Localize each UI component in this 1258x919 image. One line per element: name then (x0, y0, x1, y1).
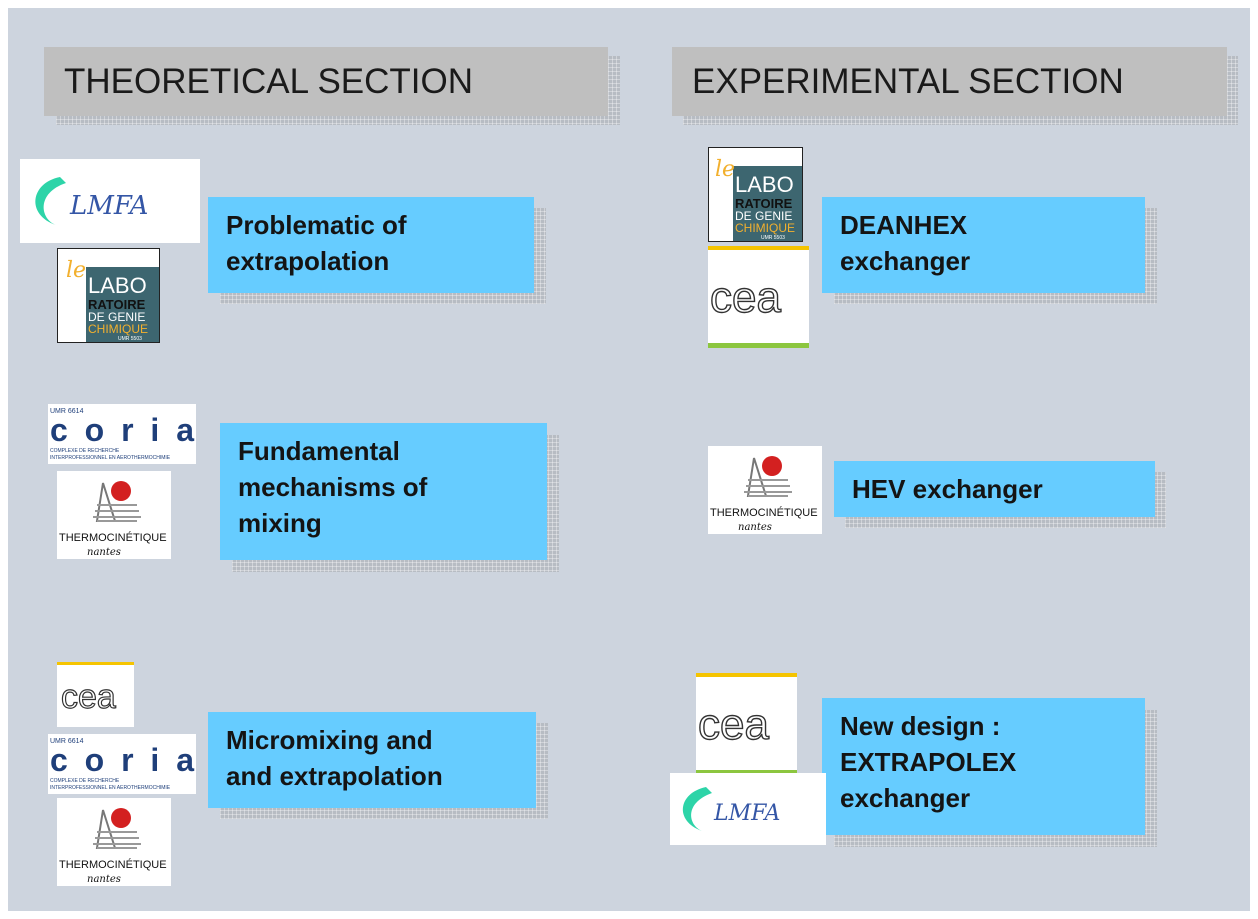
topic-line: EXTRAPOLEX (840, 747, 1017, 777)
cea-logo: cea (696, 673, 797, 775)
labo-genie-chimique-logo: le LABO RATOIRE DE GENIE CHIMIQUE UMR 55… (708, 147, 803, 242)
svg-text:UMR 5503: UMR 5503 (761, 235, 785, 241)
svg-text:coria: coria (50, 742, 194, 778)
svg-text:coria: coria (50, 412, 194, 448)
labo-genie-chimique-logo: le LABO RATOIRE DE GENIE CHIMIQUE UMR 55… (57, 248, 160, 343)
svg-text:nantes: nantes (738, 522, 772, 533)
svg-text:INTERPROFESSIONNEL EN AEROTHER: INTERPROFESSIONNEL EN AEROTHERMOCHIMIE (50, 785, 171, 791)
svg-text:CHIMIQUE: CHIMIQUE (735, 221, 795, 235)
svg-text:INTERPROFESSIONNEL EN AEROTHER: INTERPROFESSIONNEL EN AEROTHERMOCHIMIE (50, 455, 171, 461)
thermocinetique-logo: THERMOCINÉTIQUE nantes (57, 471, 171, 559)
coria-logo: UMR 6614 coria COMPLEXE DE RECHERCHE INT… (48, 404, 196, 464)
topic-line: exchanger (840, 246, 971, 276)
lmfa-logo: LMFA (20, 159, 200, 243)
slide: THEORETICAL SECTION EXPERIMENTAL SECTION… (8, 8, 1250, 911)
svg-text:CHIMIQUE: CHIMIQUE (88, 322, 148, 336)
svg-text:THERMOCINÉTIQUE: THERMOCINÉTIQUE (59, 858, 167, 871)
cea-logo: cea (708, 246, 809, 348)
topic-line: exchanger (840, 783, 971, 813)
topic-line: Micromixing and (226, 725, 433, 755)
svg-text:cea: cea (710, 273, 781, 322)
topic-line: Problematic of (226, 210, 407, 240)
topic-deanhex-exchanger[interactable]: DEANHEX exchanger (822, 197, 1145, 293)
svg-text:UMR 6614: UMR 6614 (50, 408, 84, 415)
topic-line: New design : (840, 711, 1001, 741)
svg-text:THERMOCINÉTIQUE: THERMOCINÉTIQUE (59, 531, 167, 544)
svg-text:nantes: nantes (87, 874, 121, 885)
topic-line: DEANHEX (840, 210, 968, 240)
svg-text:DE GENIE: DE GENIE (88, 310, 145, 324)
svg-text:UMR 6614: UMR 6614 (50, 738, 84, 745)
svg-text:DE GENIE: DE GENIE (735, 209, 792, 223)
svg-text:COMPLEXE DE RECHERCHE: COMPLEXE DE RECHERCHE (50, 448, 120, 454)
svg-text:RATOIRE: RATOIRE (88, 297, 146, 312)
svg-text:LABO: LABO (88, 273, 147, 298)
topic-line: mixing (238, 508, 322, 538)
topic-line: extrapolation (226, 246, 390, 276)
topic-problematic-extrapolation[interactable]: Problematic of extrapolation (208, 197, 534, 293)
svg-text:cea: cea (698, 700, 769, 749)
svg-text:THERMOCINÉTIQUE: THERMOCINÉTIQUE (710, 506, 818, 519)
lmfa-logo: LMFA (670, 773, 826, 845)
theoretical-header: THEORETICAL SECTION (44, 47, 608, 116)
topic-hev-exchanger[interactable]: HEV exchanger (834, 461, 1155, 517)
topic-line: and extrapolation (226, 761, 443, 791)
coria-logo: UMR 6614 coria COMPLEXE DE RECHERCHE INT… (48, 734, 196, 794)
svg-text:le: le (66, 258, 86, 283)
topic-fundamental-mechanisms[interactable]: Fundamental mechanisms of mixing (220, 423, 547, 560)
svg-text:LABO: LABO (735, 172, 794, 197)
cea-logo: cea (57, 662, 134, 727)
topic-extrapolex-exchanger[interactable]: New design : EXTRAPOLEX exchanger (822, 698, 1145, 835)
svg-text:le: le (715, 157, 735, 182)
svg-text:RATOIRE: RATOIRE (735, 196, 793, 211)
svg-text:LMFA: LMFA (69, 191, 148, 221)
topic-line: HEV exchanger (852, 474, 1043, 504)
svg-text:COMPLEXE DE RECHERCHE: COMPLEXE DE RECHERCHE (50, 778, 120, 784)
experimental-header: EXPERIMENTAL SECTION (672, 47, 1227, 116)
topic-micromixing-extrapolation[interactable]: Micromixing and and extrapolation (208, 712, 536, 808)
topic-line: mechanisms of (238, 472, 428, 502)
thermocinetique-logo: THERMOCINÉTIQUE nantes (708, 446, 822, 534)
svg-text:UMR 5503: UMR 5503 (118, 336, 142, 342)
thermocinetique-logo: THERMOCINÉTIQUE nantes (57, 798, 171, 886)
svg-text:nantes: nantes (87, 547, 121, 558)
svg-text:cea: cea (61, 678, 116, 716)
svg-text:LMFA: LMFA (713, 801, 780, 826)
topic-line: Fundamental (238, 436, 400, 466)
